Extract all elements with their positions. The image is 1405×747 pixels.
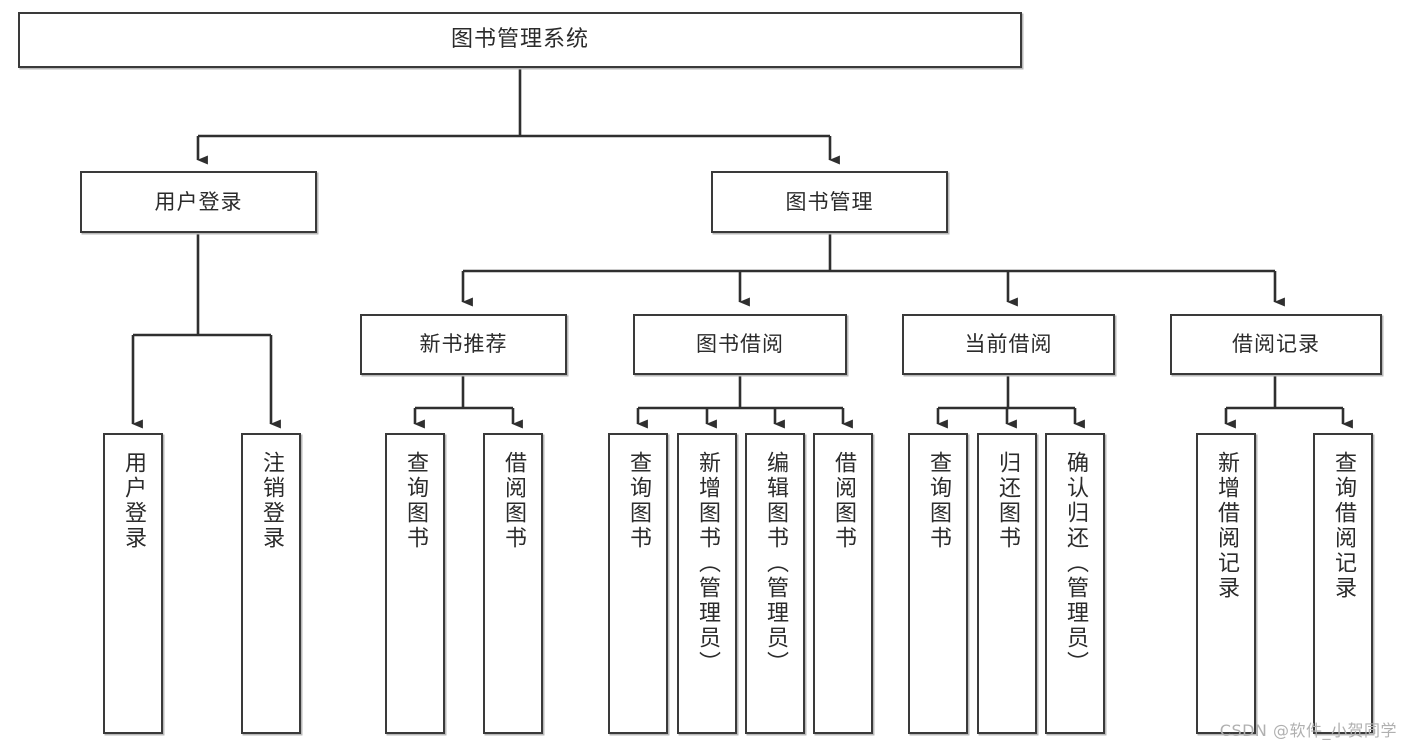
- node-label: 查询图书: [926, 451, 951, 551]
- node-label: 图书管理系统: [450, 27, 589, 53]
- node-leaf-query-book-borrow[interactable]: 查询图书: [608, 433, 668, 734]
- node-label: 当前借阅: [964, 332, 1053, 357]
- node-book-borrow[interactable]: 图书借阅: [633, 314, 847, 375]
- node-new-book-recommend[interactable]: 新书推荐: [360, 314, 567, 375]
- node-label: 注销登录: [259, 451, 284, 551]
- node-borrow-record[interactable]: 借阅记录: [1170, 314, 1382, 375]
- node-label: 编辑图书（管理员）: [763, 451, 788, 676]
- node-leaf-add-borrow-record[interactable]: 新增借阅记录: [1196, 433, 1256, 734]
- node-leaf-confirm-return-admin[interactable]: 确认归还（管理员）: [1045, 433, 1105, 734]
- node-leaf-edit-book-admin[interactable]: 编辑图书（管理员）: [745, 433, 805, 734]
- node-leaf-query-book-recommend[interactable]: 查询图书: [385, 433, 445, 734]
- node-leaf-query-borrow-record[interactable]: 查询借阅记录: [1313, 433, 1373, 734]
- node-label: 借阅图书: [831, 451, 856, 551]
- node-book-management[interactable]: 图书管理: [711, 171, 948, 233]
- node-label: 借阅图书: [501, 451, 526, 551]
- node-label: 用户登录: [154, 189, 243, 214]
- node-leaf-borrow-book-recommend[interactable]: 借阅图书: [483, 433, 543, 734]
- node-label: 查询借阅记录: [1331, 451, 1356, 601]
- node-user-login[interactable]: 用户登录: [80, 171, 317, 233]
- node-leaf-user-login[interactable]: 用户登录: [103, 433, 163, 734]
- node-label: 确认归还（管理员）: [1063, 451, 1088, 676]
- node-label: 图书管理: [785, 189, 874, 214]
- node-leaf-query-book-current[interactable]: 查询图书: [908, 433, 968, 734]
- csdn-watermark: CSDN @软件_小贺同学: [1219, 721, 1397, 740]
- node-label: 新增图书（管理员）: [695, 451, 720, 676]
- node-current-borrow[interactable]: 当前借阅: [902, 314, 1115, 375]
- node-label: 借阅记录: [1232, 332, 1320, 357]
- node-leaf-return-book[interactable]: 归还图书: [977, 433, 1037, 734]
- node-leaf-borrow-book[interactable]: 借阅图书: [813, 433, 873, 734]
- node-label: 新增借阅记录: [1214, 451, 1239, 601]
- node-leaf-logout[interactable]: 注销登录: [241, 433, 301, 734]
- node-label: 查询图书: [626, 451, 651, 551]
- node-label: 用户登录: [121, 451, 146, 551]
- node-label: 查询图书: [403, 451, 428, 551]
- node-label: 归还图书: [995, 451, 1020, 551]
- node-root-book-management-system[interactable]: 图书管理系统: [18, 12, 1022, 68]
- node-label: 新书推荐: [419, 332, 508, 357]
- node-label: 图书借阅: [696, 332, 784, 357]
- node-leaf-add-book-admin[interactable]: 新增图书（管理员）: [677, 433, 737, 734]
